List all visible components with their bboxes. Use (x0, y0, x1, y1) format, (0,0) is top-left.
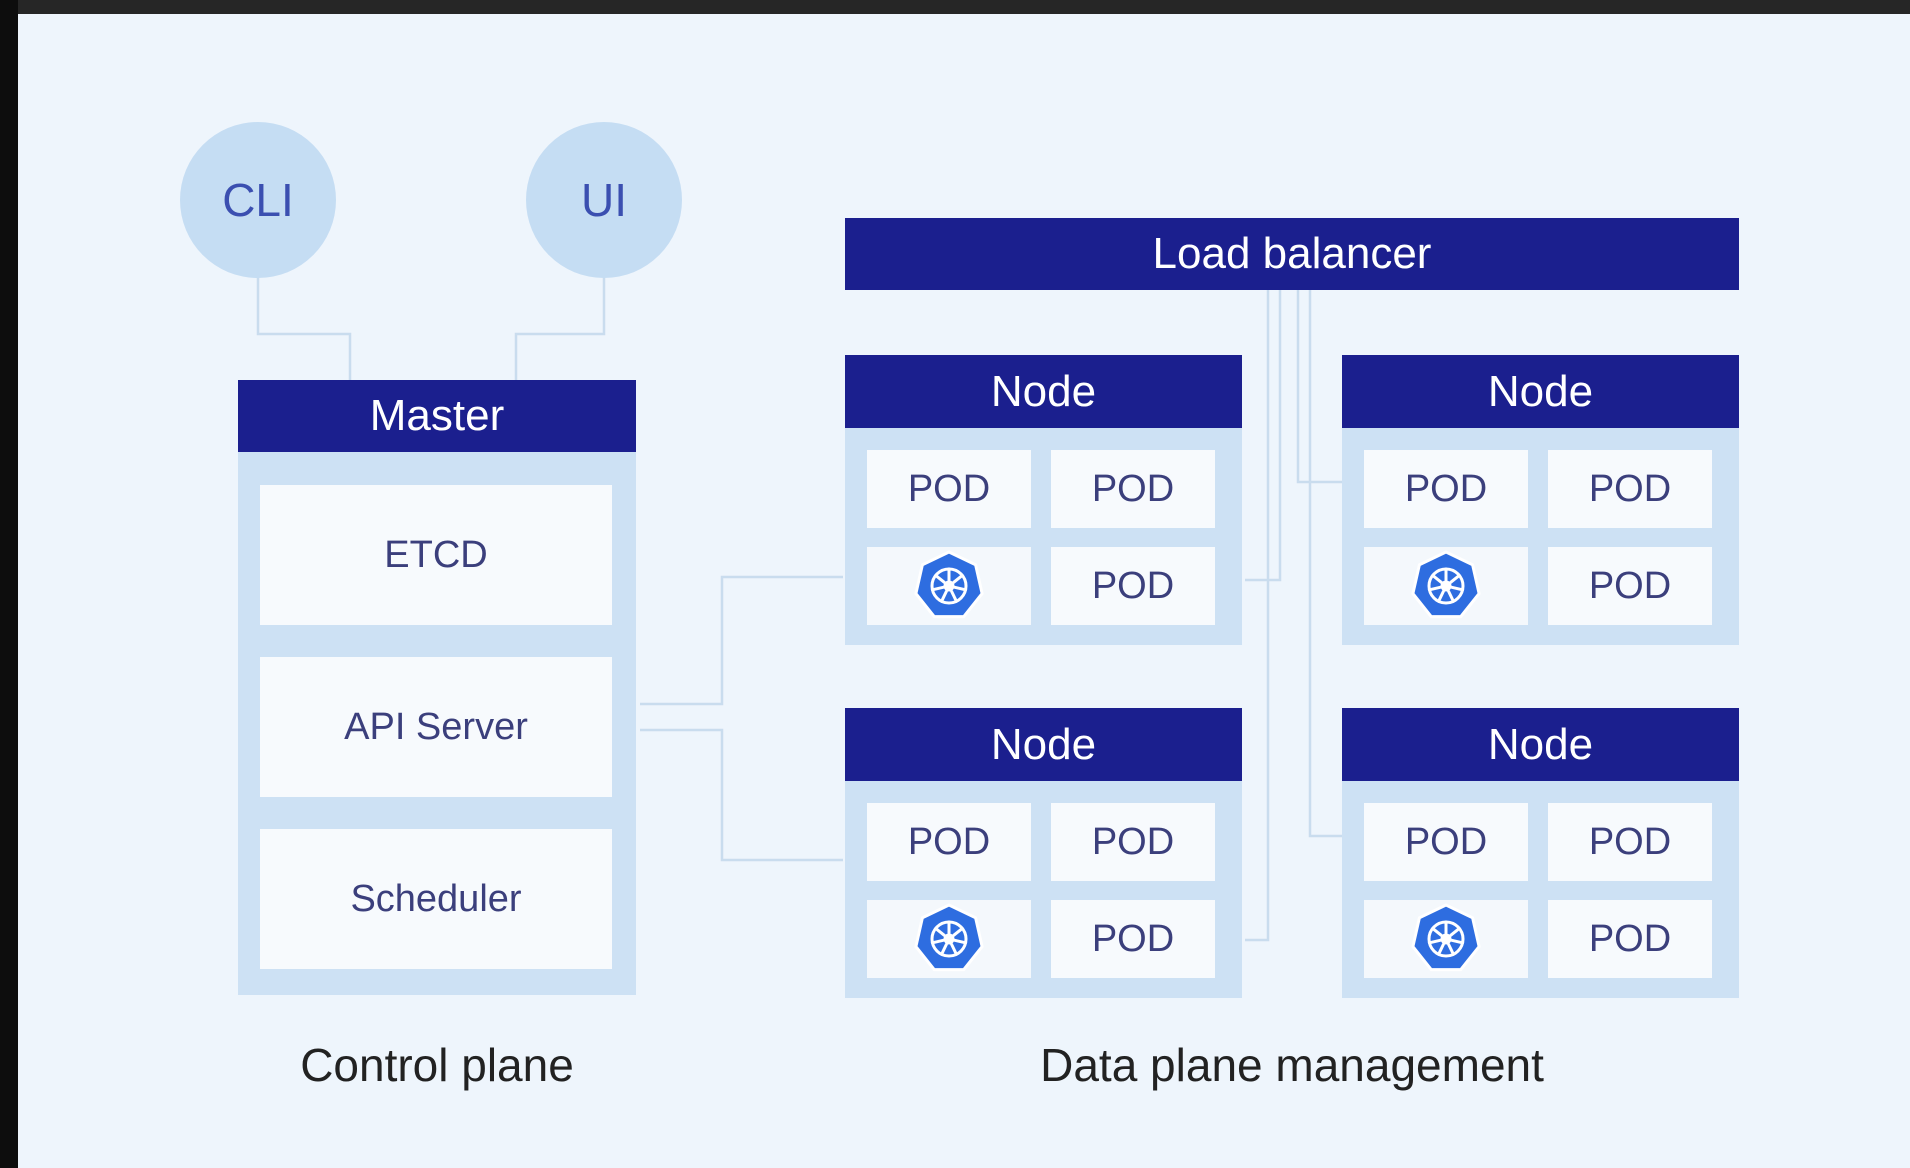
pod: POD (867, 450, 1031, 528)
data-plane-caption: Data plane management (1040, 1039, 1544, 1091)
pod: POD (1548, 900, 1712, 978)
node-title: Node (990, 719, 1097, 769)
node-title: Node (1487, 366, 1594, 416)
pod-label: POD (1091, 917, 1175, 960)
window-left-border (0, 0, 18, 1168)
pod-label: POD (1091, 820, 1175, 863)
pod-label: POD (1091, 467, 1175, 510)
node-header: Node (845, 355, 1242, 428)
api-server-label: API Server (344, 705, 528, 748)
pod: POD (1364, 803, 1528, 881)
scheduler-label: Scheduler (350, 877, 522, 920)
pod: POD (1548, 450, 1712, 528)
pod: POD (1051, 450, 1215, 528)
kubernetes-wheel-icon (912, 549, 986, 623)
pod: POD (1364, 450, 1528, 528)
node-header: Node (845, 708, 1242, 781)
scheduler-component: Scheduler (260, 829, 612, 969)
pod-label: POD (907, 467, 991, 510)
kubelet-cell (1364, 547, 1528, 625)
etcd-component: ETCD (260, 485, 612, 625)
load-balancer: Load balancer (845, 218, 1739, 290)
pod: POD (867, 803, 1031, 881)
master-header: Master (238, 380, 636, 452)
pod-label: POD (1404, 467, 1488, 510)
pod: POD (1548, 547, 1712, 625)
pod-label: POD (1091, 564, 1175, 607)
etcd-label: ETCD (384, 533, 488, 576)
kubelet-cell (867, 547, 1031, 625)
node-header: Node (1342, 355, 1739, 428)
kubelet-cell (867, 900, 1031, 978)
window-top-border (0, 0, 1910, 14)
pod-label: POD (1588, 917, 1672, 960)
api-server-component: API Server (260, 657, 612, 797)
node-title: Node (990, 366, 1097, 416)
pod: POD (1548, 803, 1712, 881)
pod-label: POD (1404, 820, 1488, 863)
pod-label: POD (1588, 564, 1672, 607)
control-plane-caption: Control plane (300, 1039, 574, 1091)
kubernetes-wheel-icon (1409, 902, 1483, 976)
pod: POD (1051, 803, 1215, 881)
kubernetes-wheel-icon (912, 902, 986, 976)
master-title: Master (369, 391, 505, 440)
ui-label: UI (581, 174, 627, 226)
kubernetes-wheel-icon (1409, 549, 1483, 623)
node-title: Node (1487, 719, 1594, 769)
pod: POD (1051, 547, 1215, 625)
load-balancer-label: Load balancer (1152, 229, 1432, 278)
cli-label: CLI (222, 174, 294, 226)
pod-label: POD (907, 820, 991, 863)
kubelet-cell (1364, 900, 1528, 978)
pod-label: POD (1588, 467, 1672, 510)
cli-client: CLI (180, 122, 336, 278)
pod-label: POD (1588, 820, 1672, 863)
pod: POD (1051, 900, 1215, 978)
ui-client: UI (526, 122, 682, 278)
node-header: Node (1342, 708, 1739, 781)
